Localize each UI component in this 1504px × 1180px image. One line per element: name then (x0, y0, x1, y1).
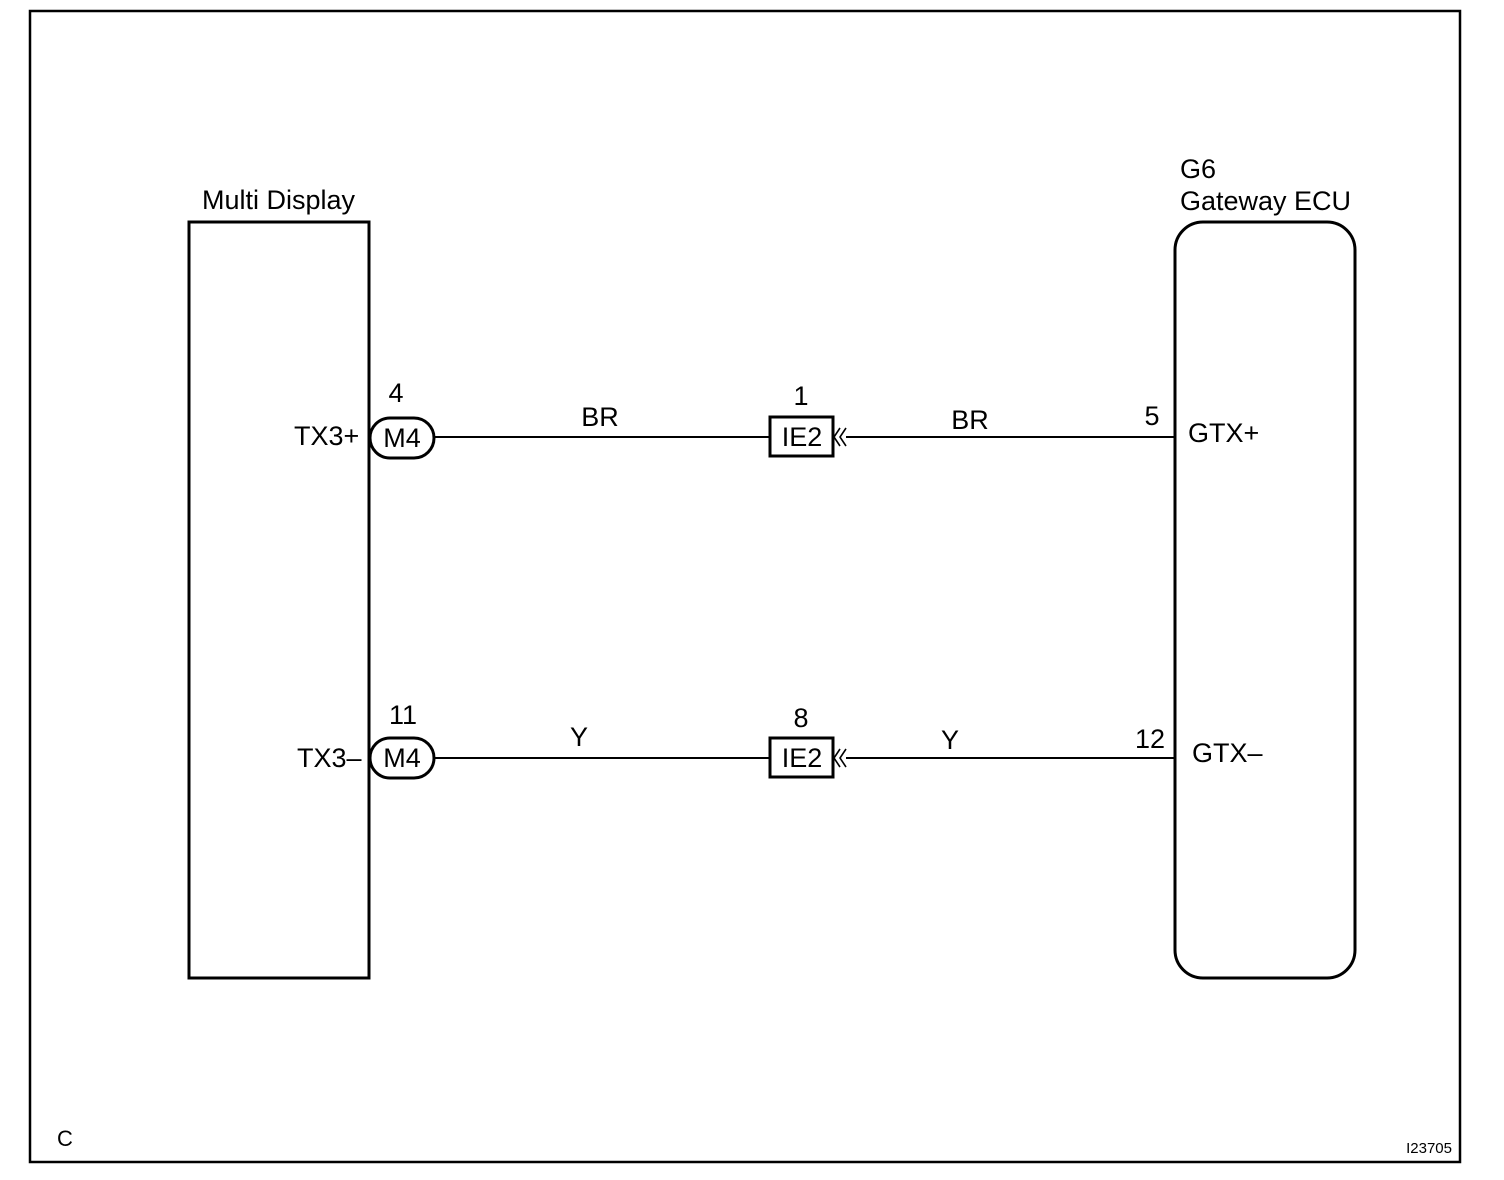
junction-label: IE2 (782, 422, 823, 452)
junction-pin-number: 1 (793, 381, 808, 411)
gateway-ecu-code: G6 (1180, 154, 1216, 184)
junction-connector-ie2-lower (768, 736, 835, 779)
right-wire-color: BR (951, 405, 989, 435)
corner-code: C (57, 1126, 73, 1151)
right-pin-number: 12 (1135, 724, 1165, 754)
left-terminal-label: TX3+ (294, 421, 359, 451)
multi-display-label: Multi Display (202, 185, 356, 215)
right-terminal-label: GTX+ (1188, 418, 1259, 448)
left-terminal-label: TX3– (297, 743, 362, 773)
gateway-ecu-box (1173, 220, 1357, 980)
junction-connector-ie2-upper (768, 415, 835, 458)
connector-chevron-icon (833, 748, 847, 768)
figure-code: I23705 (1406, 1140, 1452, 1157)
left-pin-number: 11 (389, 700, 417, 730)
right-pin-number: 5 (1144, 401, 1159, 431)
left-connector-label: M4 (383, 423, 421, 453)
left-wire-color: BR (581, 402, 619, 432)
junction-pin-number: 8 (793, 703, 808, 733)
gateway-ecu-label: Gateway ECU (1180, 186, 1351, 216)
circuit-lower: TX3– 11 M4 Y 8 IE2 Y 12 GTX– (297, 700, 1263, 780)
junction-label: IE2 (782, 743, 823, 773)
right-wire-color: Y (941, 725, 959, 755)
left-wire-color: Y (570, 722, 588, 752)
left-pin-number: 4 (388, 378, 403, 408)
diagram-frame (28, 9, 1462, 1164)
left-connector-label: M4 (383, 743, 421, 773)
multi-display-box (187, 220, 371, 980)
right-terminal-label: GTX– (1192, 738, 1263, 768)
circuit-upper: TX3+ 4 M4 BR 1 IE2 BR 5 GTX+ (294, 378, 1259, 460)
connector-chevron-icon (833, 427, 847, 447)
